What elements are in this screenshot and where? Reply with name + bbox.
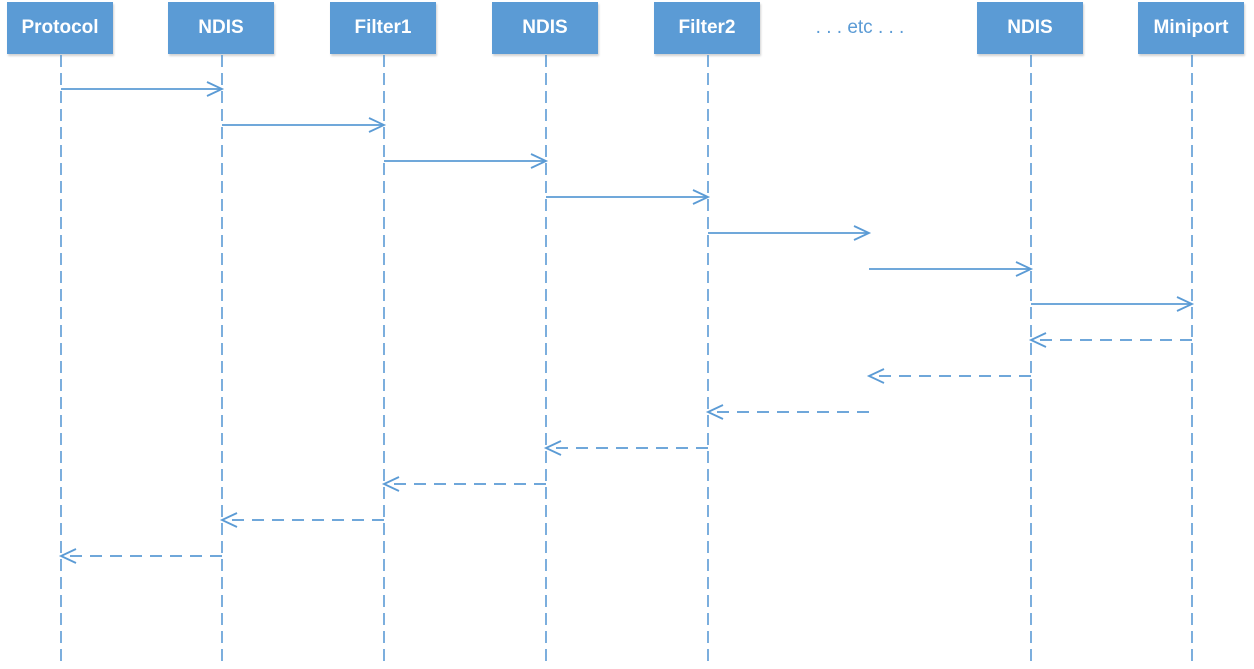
- participant-label: Protocol: [21, 17, 99, 38]
- arrowhead: [1015, 261, 1034, 277]
- participant-filter2: Filter2: [654, 2, 760, 54]
- message-arrow: [708, 225, 872, 241]
- participant-ndis-1: NDIS: [168, 2, 274, 54]
- participant-filter1: Filter1: [330, 2, 436, 54]
- participant-ndis-3: NDIS: [977, 2, 1083, 54]
- arrowhead: [206, 81, 225, 97]
- participant-label: Filter1: [354, 17, 412, 38]
- arrowhead: [58, 548, 77, 564]
- participant-label: NDIS: [522, 17, 568, 38]
- participant-label: NDIS: [198, 17, 244, 38]
- participant-protocol: Protocol: [7, 2, 113, 54]
- arrowhead: [1176, 296, 1195, 312]
- message-arrow: [869, 261, 1034, 277]
- message-arrow: [222, 117, 387, 133]
- message-arrow: [61, 81, 225, 97]
- participant-miniport: Miniport: [1138, 2, 1244, 54]
- message-arrow: [381, 476, 546, 492]
- message-arrow: [1031, 296, 1195, 312]
- arrowhead: [705, 404, 724, 420]
- participant-label: . . . etc . . .: [815, 17, 905, 38]
- message-arrow: [1028, 332, 1192, 348]
- participant-etc: . . . etc . . .: [790, 2, 930, 54]
- arrowhead: [530, 153, 549, 169]
- message-arrow: [384, 153, 549, 169]
- participant-label: NDIS: [1007, 17, 1053, 38]
- arrowhead: [543, 440, 562, 456]
- arrowhead: [692, 189, 711, 205]
- participant-ndis-2: NDIS: [492, 2, 598, 54]
- arrowhead: [368, 117, 387, 133]
- message-arrow: [705, 404, 869, 420]
- arrowhead: [853, 225, 872, 241]
- arrowhead: [219, 512, 238, 528]
- arrowhead: [866, 368, 885, 384]
- message-arrow: [866, 368, 1031, 384]
- message-arrow: [546, 189, 711, 205]
- arrowhead: [381, 476, 400, 492]
- arrowhead: [1028, 332, 1047, 348]
- message-arrow: [219, 512, 384, 528]
- message-arrow: [58, 548, 222, 564]
- message-arrow: [543, 440, 708, 456]
- participant-label: Miniport: [1153, 17, 1229, 38]
- participant-label: Filter2: [678, 17, 736, 38]
